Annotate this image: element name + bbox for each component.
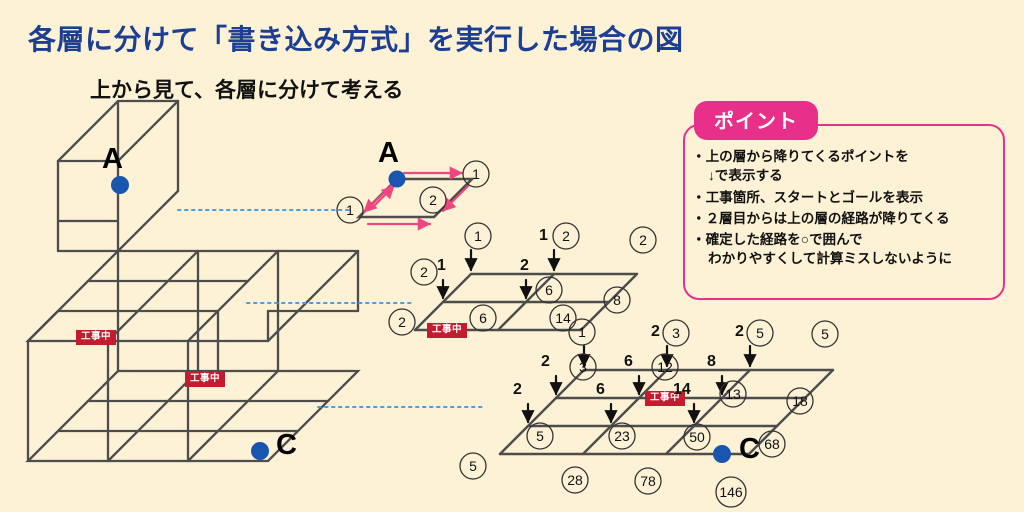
bottom-circ-r0-c3: 5 bbox=[821, 326, 829, 342]
bottom-circ-r0-c1: 3 bbox=[672, 325, 680, 341]
middle-circ-mid-c0: 2 bbox=[420, 264, 428, 280]
cube-start-node bbox=[111, 176, 129, 194]
cube-goal-label: C bbox=[276, 429, 297, 461]
point-box bbox=[683, 124, 1005, 300]
top-layer-start-node bbox=[388, 170, 406, 188]
bottom-drop-r2-c0: 2 bbox=[513, 381, 522, 398]
middle-circ-top-c2: 2 bbox=[639, 232, 647, 248]
bottom-circ-r1-c0: 3 bbox=[579, 359, 587, 375]
middle-drop-mid-c1: 2 bbox=[520, 257, 529, 274]
arrow-right-down bbox=[441, 184, 470, 213]
middle-circ-mid-c2: 8 bbox=[613, 292, 621, 308]
cube-wireframe bbox=[25, 99, 361, 463]
bottom-circ-r1-c3: 18 bbox=[792, 393, 808, 409]
bottom-drop-r1-c0: 2 bbox=[541, 353, 550, 370]
point-item-1-line1: ・上の層から降りてくるポイントを bbox=[692, 149, 909, 164]
bottom-layer-drop-arrows bbox=[521, 344, 757, 424]
bottom-drop-r0-c2: 2 bbox=[735, 323, 744, 340]
middle-circ-top-c0: 1 bbox=[474, 228, 482, 244]
point-box-tab: ポイント bbox=[694, 101, 818, 140]
bottom-drop-r1-c1: 6 bbox=[624, 353, 633, 370]
middle-circ-bot-c0: 2 bbox=[398, 314, 406, 330]
bottom-circ-r2-c0: 5 bbox=[536, 428, 544, 444]
middle-drop-mid-c0: 1 bbox=[437, 257, 446, 274]
middle-drop-top-c1: 1 bbox=[539, 227, 548, 244]
bottom-layer-goal-label: C bbox=[739, 433, 760, 465]
bottom-layer-circles bbox=[459, 318, 839, 508]
point-item-2: ・工事箇所、スタートとゴールを表示 bbox=[692, 188, 1004, 207]
middle-circ-bot-c2: 14 bbox=[555, 310, 571, 326]
middle-layer-construction-badge: 工事中 bbox=[427, 323, 468, 338]
bottom-circ-r2-c1: 23 bbox=[614, 428, 630, 444]
page-title: 各層に分けて「書き込み方式」を実行した場合の図 bbox=[28, 24, 684, 55]
bottom-circ-r3-c1: 28 bbox=[567, 472, 583, 488]
bottom-circ-r3-c0: 5 bbox=[469, 458, 477, 474]
bottom-circ-r0-c2: 5 bbox=[756, 325, 764, 341]
point-item-3-line1: ・２層目からは上の層の経路が降りてくる bbox=[692, 210, 950, 226]
bottom-circ-r3-c3: 146 bbox=[719, 484, 743, 500]
bottom-circ-r2-c2: 50 bbox=[689, 429, 705, 445]
top-layer-value-right: 1 bbox=[472, 166, 480, 182]
cube-goal-node bbox=[251, 442, 269, 460]
point-item-4-line1: ・確定した経路を○で囲んで bbox=[692, 232, 863, 248]
cube-construction-badge-2: 工事中 bbox=[185, 372, 226, 387]
top-layer-value-left: 1 bbox=[346, 202, 354, 218]
arrow-up-to-a bbox=[373, 184, 396, 207]
bottom-drop-r0-c1: 2 bbox=[651, 323, 660, 340]
point-item-3: ・２層目からは上の層の経路が降りてくる bbox=[692, 209, 1004, 228]
middle-circ-mid-c1: 6 bbox=[545, 282, 553, 298]
middle-layer-drop-arrows bbox=[436, 248, 561, 300]
top-layer-start-label: A bbox=[378, 137, 399, 169]
bottom-circ-r2-c3: 68 bbox=[764, 436, 780, 452]
bottom-layer-goal-node bbox=[713, 445, 731, 463]
bottom-drop-r1-c2: 8 bbox=[707, 353, 716, 370]
bottom-circ-r1-c2: 13 bbox=[725, 386, 741, 402]
point-item-4-line2: わかりやすくして計算ミスしないように bbox=[708, 251, 953, 267]
bottom-layer-construction-badge: 工事中 bbox=[645, 391, 686, 406]
top-layer-value-center: 2 bbox=[429, 192, 437, 208]
point-item-2-line1: ・工事箇所、スタートとゴールを表示 bbox=[692, 189, 924, 205]
point-item-1: ・上の層から降りてくるポイントを ↓で表示する bbox=[692, 147, 1004, 186]
arrow-top-left-down bbox=[362, 182, 395, 214]
layer-connectors bbox=[177, 209, 483, 408]
bottom-circ-r0-c0: 1 bbox=[578, 324, 586, 340]
bottom-drop-r2-c1: 6 bbox=[596, 381, 605, 398]
point-item-1-line2: ↓で表示する bbox=[708, 168, 783, 184]
middle-circ-bot-c1: 6 bbox=[479, 310, 487, 326]
bottom-circ-r3-c2: 78 bbox=[640, 473, 656, 489]
middle-layer-circles bbox=[388, 222, 657, 336]
point-box-list: ・上の層から降りてくるポイントを ↓で表示する ・工事箇所、スタートとゴールを表… bbox=[692, 147, 1004, 271]
cube-construction-badge-1: 工事中 bbox=[76, 330, 117, 345]
bottom-drop-r2-c2: 14 bbox=[673, 381, 691, 398]
point-item-4: ・確定した経路を○で囲んで わかりやすくして計算ミスしないように bbox=[692, 230, 1004, 269]
page-subtitle: 上から見て、各層に分けて考える bbox=[90, 79, 404, 102]
cube-start-label: A bbox=[102, 143, 123, 175]
bottom-circ-r1-c1: 12 bbox=[657, 359, 673, 375]
middle-circ-top-c1: 2 bbox=[562, 228, 570, 244]
top-layer-arrows bbox=[362, 166, 470, 231]
top-layer-circles bbox=[336, 160, 490, 224]
